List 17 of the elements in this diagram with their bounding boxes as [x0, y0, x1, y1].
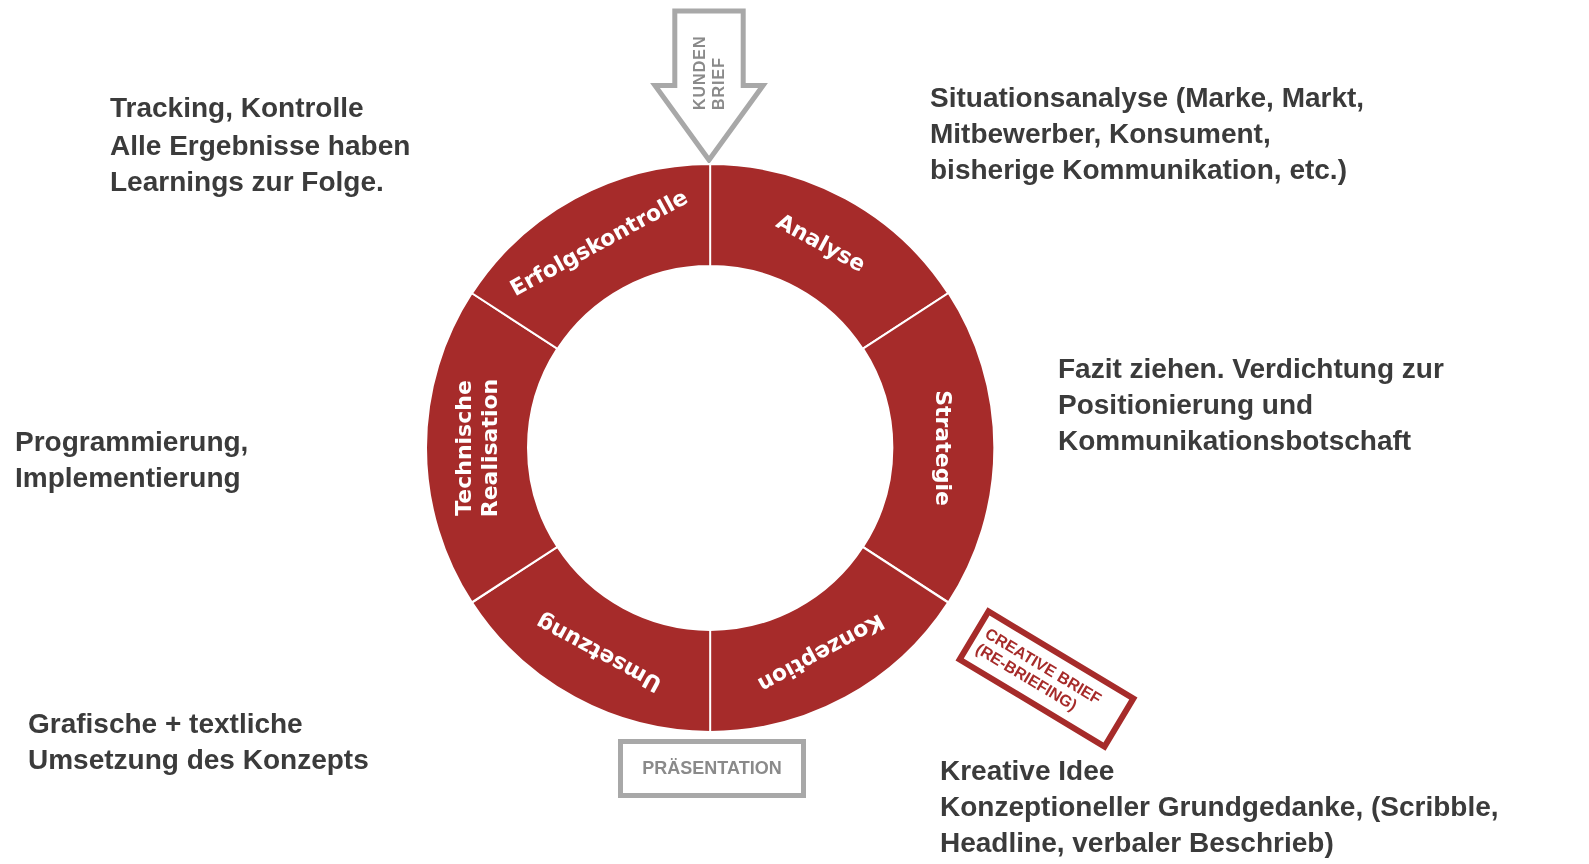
description-text: Konzeptioneller Grundgedanke, (Scribble, Headline, verbaler Beschrieb) [940, 790, 1500, 860]
description-text: Fazit ziehen. Verdichtung zur Positionierung und Kommunikationsbotschaft [1058, 352, 1445, 458]
description-text: Programmierung, Implementierung [15, 425, 250, 495]
description-text: Alle Ergebnisse haben Learnings zur Folge. [110, 129, 412, 199]
ring-segment [471, 547, 710, 732]
block-arrow [652, 8, 766, 163]
ring-segment [710, 547, 949, 732]
segment-label: Technische Realisation [451, 377, 503, 520]
process-box: PRÄSENTATION [618, 739, 806, 798]
segment-label: Strategie [930, 390, 956, 506]
ring-segment [471, 164, 710, 349]
description-text: Situationsanalyse (Marke, Markt, Mitbewerber, Konsument, bisherige Kommunikation, etc.) [930, 81, 1366, 187]
description-text: Kreative Idee [940, 754, 1116, 788]
arrow-label: KUNDEN BRIEF [690, 34, 728, 110]
ring-segment [862, 293, 994, 603]
description-text: Grafische + textliche Umsetzung des Konzepts [28, 707, 370, 777]
description-text: Tracking, Kontrolle [110, 91, 365, 125]
